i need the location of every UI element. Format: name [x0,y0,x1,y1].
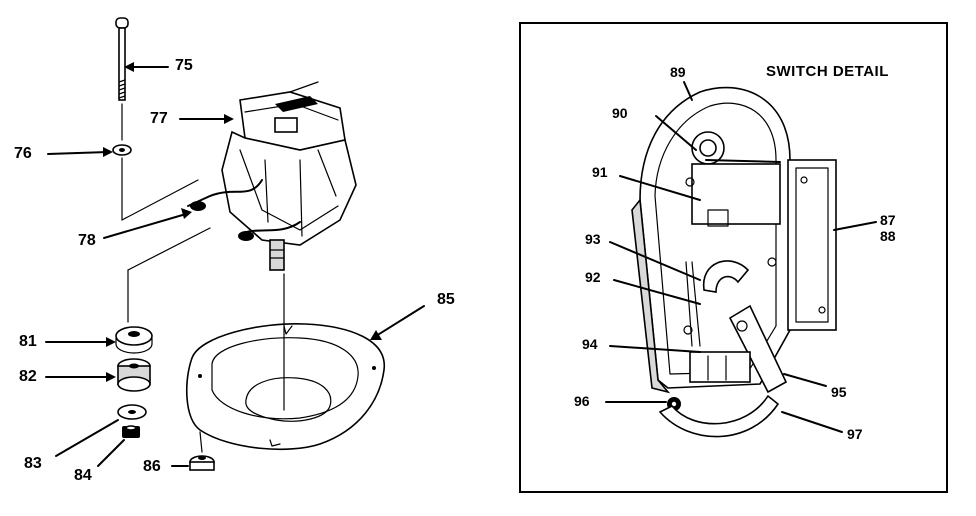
axis-line-lower-a [127,227,211,271]
callout-97: 97 [847,426,863,442]
arrow-76 [103,147,113,157]
leader-76 [47,151,109,155]
callout-77: 77 [150,110,168,127]
leader-94 [609,345,701,353]
callout-88: 88 [880,228,896,244]
axis-line-86 [199,431,203,453]
callout-76: 76 [14,145,32,162]
leader-91 [619,175,701,201]
callout-84: 84 [74,467,92,484]
callout-78: 78 [78,232,96,249]
leader-92 [613,279,701,305]
leader-85 [375,305,425,337]
callout-92: 92 [585,269,601,285]
bracket-nut-78 [187,195,254,241]
callout-95: 95 [831,384,847,400]
callout-85: 85 [437,291,455,308]
callout-90: 90 [612,105,628,121]
callout-89: 89 [670,64,686,80]
base-plate-85 [185,323,385,451]
callout-91: 91 [592,164,608,180]
leader-83 [55,419,119,457]
leader-97 [781,411,843,433]
callout-75: 75 [175,57,193,74]
switch-detail-frame [519,22,948,493]
nut-84 [122,425,140,438]
leader-78 [103,213,187,239]
nut-86 [189,455,215,471]
axis-line-jog [121,179,199,221]
callout-86: 86 [143,458,161,475]
callout-83: 83 [24,455,42,472]
spacer-82 [117,358,151,392]
leader-90 [655,115,697,151]
callout-82: 82 [19,368,37,385]
arrow-75 [124,62,134,72]
callout-96: 96 [574,393,590,409]
leader-87-88 [833,221,877,231]
screw-75 [115,17,129,101]
arrow-85 [370,330,382,340]
motor-assembly-77 [209,81,357,271]
leader-84 [97,439,125,467]
callout-93: 93 [585,231,601,247]
washer-76 [112,144,132,156]
arrow-82 [106,372,116,382]
leader-89 [683,81,693,101]
arrow-77 [224,114,234,124]
leader-95 [783,373,827,387]
arrow-81 [106,337,116,347]
callout-94: 94 [582,336,598,352]
arrow-78 [181,208,192,219]
callout-81: 81 [19,333,37,350]
switch-detail-title: SWITCH DETAIL [766,63,889,80]
switch-housing [631,86,837,438]
leader-93 [609,241,701,281]
grommet-81 [115,326,153,354]
callout-87: 87 [880,212,896,228]
washer-83 [117,404,147,420]
